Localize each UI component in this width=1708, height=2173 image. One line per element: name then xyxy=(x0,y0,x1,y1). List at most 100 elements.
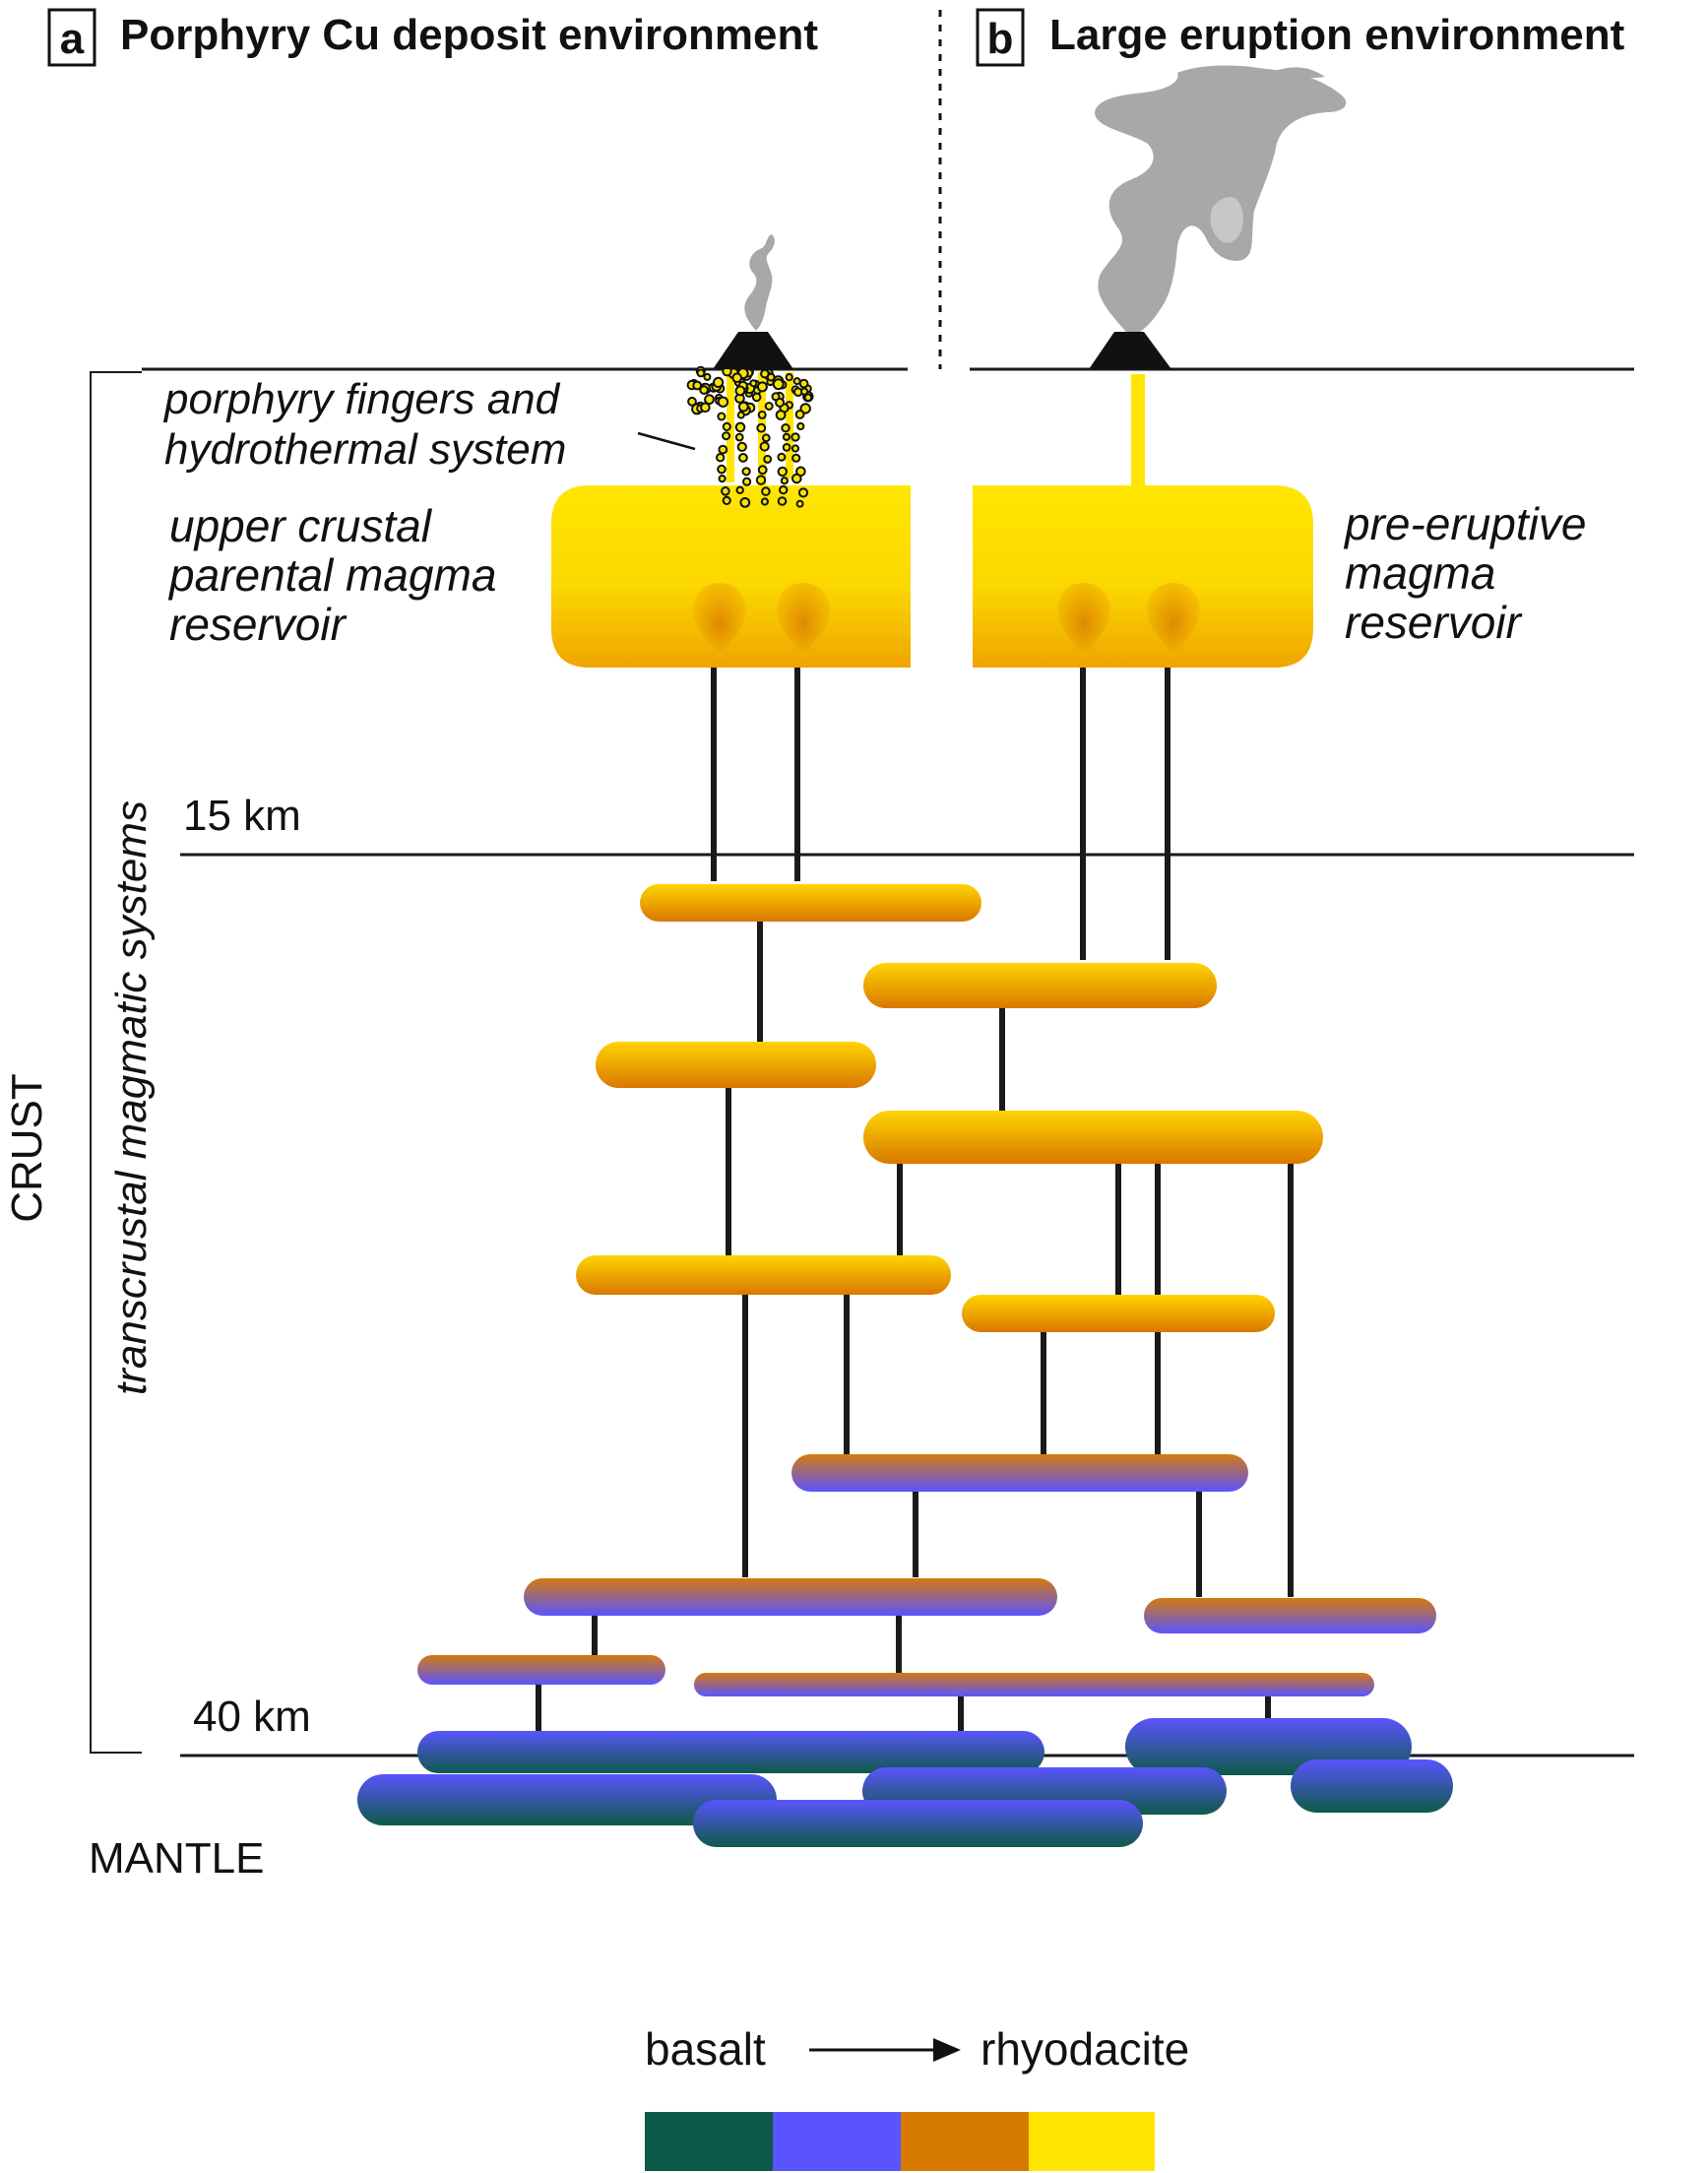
hydrothermal-bubble xyxy=(718,475,727,483)
hydrothermal-bubble xyxy=(692,380,703,391)
mantle-label: MANTLE xyxy=(89,1834,264,1883)
hydrothermal-bubble xyxy=(738,453,748,463)
hydrothermal-bubble xyxy=(777,452,787,462)
hydrothermal-bubble xyxy=(775,397,786,408)
panel-b-title: Large eruption environment xyxy=(1049,11,1625,59)
legend-swatch-basalt xyxy=(645,2112,773,2171)
hydrothermal-bubble xyxy=(760,497,770,506)
hydrothermal-bubble xyxy=(722,495,731,505)
legend-arrow-head xyxy=(933,2038,961,2062)
hydrothermal-bubble xyxy=(797,487,809,498)
hydrothermal-bubble xyxy=(734,421,746,433)
pre-eruptive-label-line1: pre-eruptive xyxy=(1343,498,1586,549)
hydrothermal-bubble xyxy=(781,423,791,433)
hydrothermal-bubble xyxy=(800,387,809,396)
hydrothermal-bubble xyxy=(763,454,773,464)
hydrothermal-bubble xyxy=(704,394,715,406)
hydrothermal-bubble xyxy=(722,421,731,431)
porphyry-label: porphyry fingers and hydrothermal system xyxy=(162,375,696,474)
hydrothermal-bubble xyxy=(737,401,749,413)
depth-40-label: 40 km xyxy=(193,1693,311,1741)
hydrothermal-bubble xyxy=(785,373,793,382)
hydrothermal-bubble xyxy=(741,467,751,477)
hydrothermal-bubble xyxy=(792,377,801,386)
hydrothermal-bubble xyxy=(791,444,800,453)
legend-swatch-rhyodacite xyxy=(1029,2112,1155,2171)
hydrothermal-bubble xyxy=(798,378,809,389)
legend-swatch-andesite xyxy=(901,2112,1029,2171)
upper-reservoir-label-line2: parental magma xyxy=(167,549,496,601)
small-plume xyxy=(744,234,775,331)
upper-reservoir-label-line1: upper crustal xyxy=(169,500,433,551)
hydrothermal-bubble xyxy=(772,378,785,391)
legend-swatch-intermediate xyxy=(773,2112,901,2171)
hydrothermal-bubble xyxy=(736,441,747,452)
hydrothermal-bubble xyxy=(757,410,767,419)
hydrothermal-bubble xyxy=(757,465,768,476)
hydrothermal-bubble xyxy=(761,433,771,443)
hydrothermal-bubble xyxy=(717,396,729,408)
hydrothermal-bubble xyxy=(777,496,788,506)
hydrothermal-bubble xyxy=(756,422,767,433)
hydrothermal-bubble xyxy=(755,475,767,485)
panel-a-header: a Porphyry Cu deposit environment xyxy=(47,8,818,67)
pre-eruptive-label-line3: reservoir xyxy=(1345,597,1523,648)
hydrothermal-bubble xyxy=(782,443,791,452)
pre-eruptive-label-line2: magma xyxy=(1345,547,1495,599)
composition-legend: basalt rhyodacite xyxy=(645,2023,1189,2171)
hydrothermal-bubble xyxy=(751,392,762,403)
legend-basalt-label: basalt xyxy=(645,2023,766,2075)
hydrothermal-bubble xyxy=(795,499,804,508)
hydrothermal-bubble xyxy=(731,372,743,384)
hydrothermal-bubble xyxy=(791,453,801,463)
magma-drops xyxy=(693,583,1200,658)
hydrothermal-bubble xyxy=(775,410,787,420)
hydrothermal-bubble xyxy=(717,412,727,421)
hydrothermal-bubble xyxy=(736,411,745,419)
hydrothermal-bubble xyxy=(722,431,731,441)
hydrothermal-bubble xyxy=(739,497,751,508)
hydrothermal-bubble xyxy=(780,477,790,485)
pre-eruptive-magma-reservoir xyxy=(973,485,1313,668)
volcano-b xyxy=(1089,332,1171,369)
panel-b-letter-box xyxy=(976,8,1025,67)
hydrothermal-bubble xyxy=(777,466,788,478)
hydrothermal-bubble xyxy=(759,441,770,452)
porphyry-leader-line xyxy=(637,431,696,451)
hydrothermal-bubble xyxy=(735,485,744,494)
hydrothermal-bubble xyxy=(703,372,712,381)
panel-b-header: b Large eruption environment xyxy=(976,8,1625,67)
pre-eruptive-label: pre-eruptive magma reservoir xyxy=(1343,498,1586,648)
hydrothermal-bubble xyxy=(718,444,728,455)
hydrothermal-bubble xyxy=(764,402,774,411)
porphyry-fingers xyxy=(686,365,814,508)
hydrothermal-bubble xyxy=(761,486,771,496)
hydrothermal-bubble xyxy=(782,432,791,441)
volcano-a xyxy=(713,332,793,369)
depth-15-label: 15 km xyxy=(183,792,301,840)
hydrothermal-bubble xyxy=(734,385,746,397)
panel-b-letter: b xyxy=(987,15,1014,63)
panel-a-letter-box xyxy=(47,8,96,67)
hydrothermal-bubble xyxy=(699,385,709,395)
crust-bracket xyxy=(90,371,142,1754)
hydrothermal-bubble xyxy=(796,421,805,431)
hydrothermal-bubble xyxy=(791,432,800,442)
porphyry-label-line2: hydrothermal system xyxy=(164,425,566,474)
hydrothermal-bubble xyxy=(687,396,697,407)
conduits xyxy=(536,374,1294,1731)
hydrothermal-bubble xyxy=(696,368,706,378)
panel-a-title: Porphyry Cu deposit environment xyxy=(120,11,818,59)
transcrustal-label: transcrustal magmatic systems xyxy=(107,800,156,1395)
hydrothermal-bubble xyxy=(794,410,805,419)
hydrothermal-bubble xyxy=(734,432,744,442)
upper-reservoir-label: upper crustal parental magma reservoir xyxy=(167,500,496,650)
legend-rhyodacite-label: rhyodacite xyxy=(981,2023,1189,2075)
porphyry-label-line1: porphyry fingers and xyxy=(162,375,561,423)
hydrothermal-bubble xyxy=(721,486,730,496)
hydrothermal-bubble xyxy=(766,372,776,382)
upper-reservoir-label-line3: reservoir xyxy=(169,599,348,650)
eruption-plume xyxy=(1095,65,1347,337)
sills xyxy=(357,884,1453,1847)
